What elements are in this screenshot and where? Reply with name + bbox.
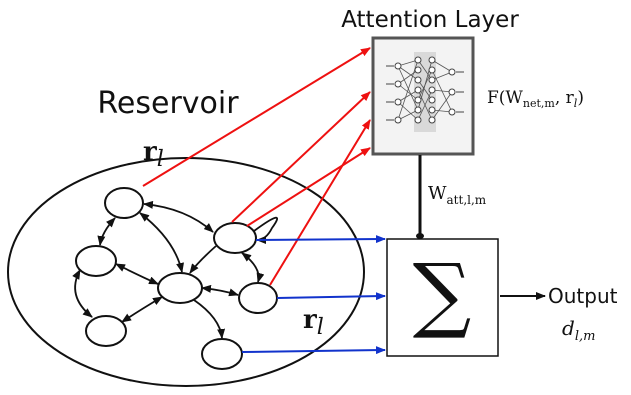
reservoir-boundary — [7, 157, 365, 387]
function-label-close: ) — [577, 88, 584, 108]
reservoir-nodes — [75, 187, 278, 370]
edge-4-7 — [193, 299, 226, 339]
edge-2-self — [253, 216, 278, 244]
node-2 — [213, 222, 257, 254]
r-l-bottom-label: rl — [303, 305, 324, 340]
red-arrow-2 — [231, 91, 371, 223]
function-label: F(Wnet,m, rl) — [487, 88, 584, 110]
node-3 — [75, 245, 117, 277]
function-label-tail: , r — [555, 88, 575, 108]
r-l-top-base: r — [143, 137, 157, 167]
attention-weight-arrow-tip — [416, 233, 424, 239]
blue-arrows — [241, 235, 386, 355]
output-d-base: d — [562, 316, 575, 340]
r-l-bottom-base: r — [303, 305, 317, 335]
output-d-sub: l,m — [575, 329, 596, 344]
blue-arrow-2 — [276, 292, 386, 301]
blue-arrow-3 — [241, 346, 386, 355]
node-1 — [104, 187, 144, 219]
attention-layer-title: Attention Layer — [341, 7, 519, 33]
red-arrow-3 — [246, 147, 371, 227]
edge-1-2 — [143, 200, 214, 233]
edge-4-5 — [201, 284, 239, 297]
reservoir-edges — [72, 200, 278, 339]
w-att-label: Watt,l,m — [428, 183, 487, 207]
red-arrow-4 — [269, 119, 371, 286]
r-l-bottom-sub: l — [317, 315, 324, 340]
edge-2-5 — [241, 252, 265, 283]
red-arrow-1 — [142, 47, 371, 187]
output-d-label: dl,m — [562, 316, 595, 344]
node-6 — [85, 315, 127, 347]
nn-nodes — [394, 56, 456, 124]
function-label-tail-sub: l — [574, 97, 578, 110]
node-7 — [201, 338, 243, 370]
blue-arrow-1 — [255, 235, 386, 244]
r-l-top-label: rl — [143, 137, 164, 172]
edge-2-4 — [189, 245, 217, 274]
nn-io-arrows — [386, 65, 464, 121]
summation-box — [386, 238, 499, 357]
edge-1-3 — [97, 217, 116, 246]
summation-symbol: ∑ — [413, 247, 472, 342]
node-5 — [238, 282, 278, 314]
edge-1-4 — [139, 212, 184, 273]
w-att-sub: att,l,m — [447, 193, 487, 207]
function-label-sub: net,m — [523, 97, 556, 110]
attention-network-box — [371, 36, 475, 156]
edge-3-6 — [72, 269, 93, 318]
edge-3-4 — [115, 263, 159, 285]
w-att-base: W — [428, 183, 447, 204]
node-4 — [157, 272, 203, 304]
output-label: Output — [548, 284, 618, 308]
reservoir-title: Reservoir — [97, 86, 239, 121]
red-arrows — [142, 47, 371, 286]
function-label-main: F(W — [487, 88, 523, 108]
edge-4-6 — [121, 296, 163, 323]
